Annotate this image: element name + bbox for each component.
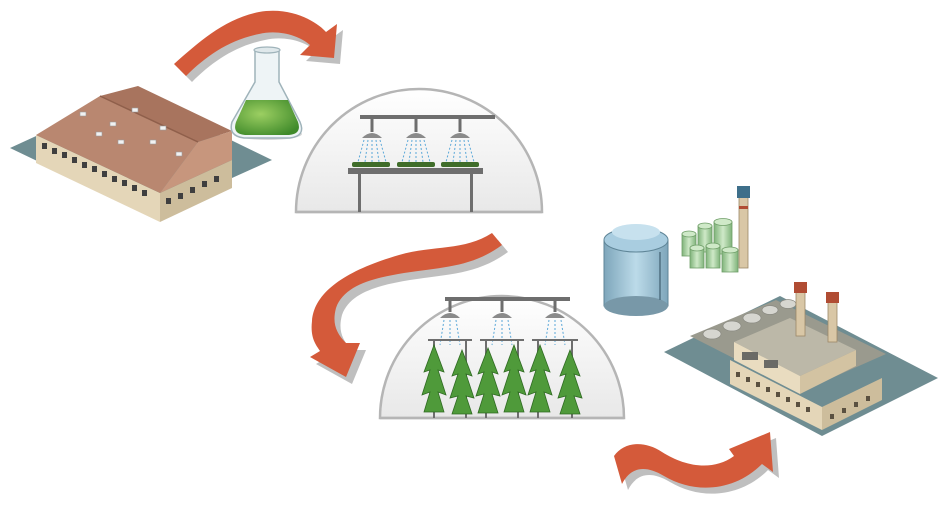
- barn-building-icon: [10, 86, 272, 222]
- greenhouse-plants-icon: [378, 294, 626, 420]
- greenhouse-seedlings-icon: [294, 87, 544, 214]
- sprinkler-2: [397, 117, 435, 167]
- silo-cluster-icon: [681, 186, 750, 273]
- plant-row: [421, 343, 583, 415]
- factory-icon: [664, 282, 938, 436]
- arrow-2: [310, 233, 508, 384]
- sprinkler-1: [352, 117, 390, 167]
- arrow-1: [174, 10, 343, 83]
- factory-chimneys: [794, 282, 839, 343]
- plant-sprinklers: [440, 299, 565, 318]
- arrow-3: [614, 432, 779, 494]
- flask-icon: [230, 46, 303, 140]
- storage-tank-icon: [603, 224, 669, 316]
- sprinkler-3: [441, 117, 479, 167]
